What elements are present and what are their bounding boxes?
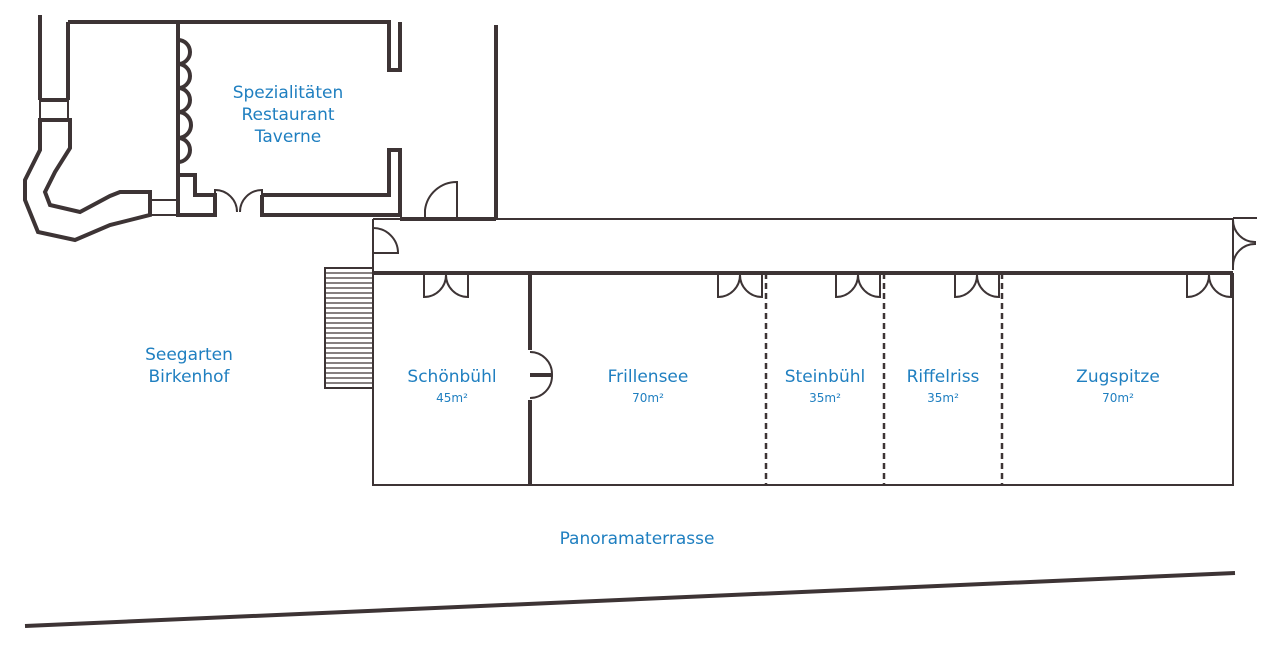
restaurant-label-line1: Spezialitäten	[233, 83, 344, 103]
restaurant-walls	[23, 15, 498, 243]
room-door-leaf-left	[423, 274, 447, 299]
restaurant-door	[214, 188, 263, 213]
corridor-top-door	[424, 180, 458, 219]
room-area: 35m²	[927, 391, 959, 405]
room-door-leaf-right	[739, 274, 763, 299]
restaurant-label: Spezialitäten Restaurant Taverne	[233, 83, 344, 147]
restaurant-label-line2: Restaurant	[241, 105, 334, 125]
room-name: Frillensee	[608, 367, 689, 387]
room-name: Riffelriss	[907, 367, 980, 387]
room-door-leaf-left	[1186, 274, 1210, 299]
room-area: 35m²	[809, 391, 841, 405]
room-door-leaf-right	[1208, 274, 1232, 299]
terrace-label: Panoramaterrasse	[560, 529, 715, 549]
rooms-block	[372, 271, 1234, 486]
stairs	[324, 267, 374, 389]
room-area: 70m²	[1102, 391, 1134, 405]
room-name: Zugspitze	[1076, 367, 1160, 387]
room-door-leaf-left	[717, 274, 741, 299]
restaurant-label-line3: Taverne	[254, 127, 321, 147]
room-door-leaf-right	[445, 274, 469, 299]
room-door-leaf-left	[835, 274, 859, 299]
room-schoenbuehl: Schönbühl 45m²	[407, 367, 496, 405]
room-steinbuehl: Steinbühl 35m²	[785, 367, 865, 405]
terrace-edge	[24, 571, 1236, 628]
corridor	[372, 217, 1234, 270]
room-door-leaf-left	[954, 274, 978, 299]
corridor-left-door	[372, 227, 400, 254]
room-name: Steinbühl	[785, 367, 865, 387]
room-riffelriss: Riffelriss 35m²	[907, 367, 980, 405]
room-area: 45m²	[436, 391, 468, 405]
seegarten-label-line1: Seegarten	[145, 345, 233, 365]
side-door-frillensee	[529, 351, 554, 399]
room-doors	[423, 274, 1232, 299]
room-door-leaf-right	[976, 274, 1000, 299]
room-area: 70m²	[632, 391, 664, 405]
room-frillensee: Frillensee 70m²	[608, 367, 689, 405]
corridor-right-door	[1232, 217, 1257, 267]
room-door-leaf-right	[857, 274, 881, 299]
room-name: Schönbühl	[407, 367, 496, 387]
room-zugspitze: Zugspitze 70m²	[1076, 367, 1160, 405]
seegarten-label: Seegarten Birkenhof	[145, 345, 233, 387]
seegarten-label-line2: Birkenhof	[148, 367, 230, 387]
